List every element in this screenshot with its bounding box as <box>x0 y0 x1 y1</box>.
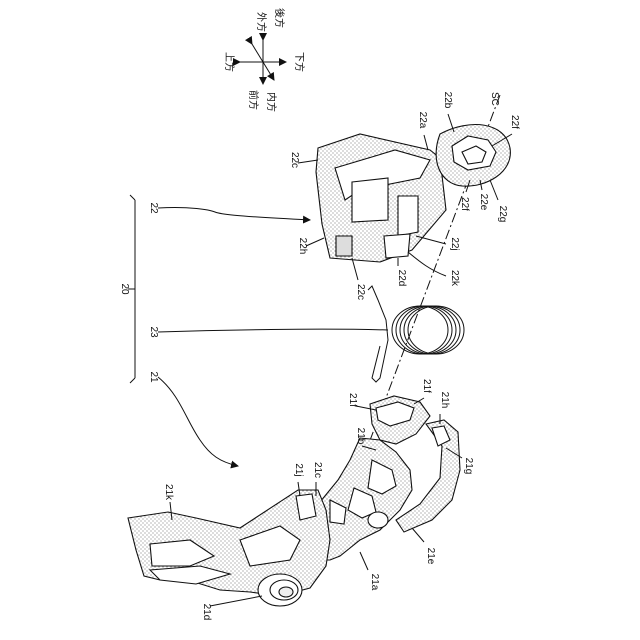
label-22k: 22k <box>449 270 460 287</box>
label-21f-b: 21f <box>421 379 432 393</box>
label-21j: 21j <box>293 463 304 476</box>
part-23-spring <box>368 286 464 382</box>
direction-front: 前方 <box>247 90 260 110</box>
label-22j: 22j <box>449 237 460 250</box>
label-21: 21 <box>148 371 159 383</box>
label-22c-bottom: 22c <box>355 284 366 300</box>
direction-indicator: 上方 下方 外方 後方 前方 内方 <box>223 8 306 112</box>
direction-down: 下方 <box>293 52 306 72</box>
label-22g: 22g <box>497 206 508 223</box>
label-22c-top: 22c <box>289 152 300 168</box>
label-21f-a: 21f <box>347 393 358 407</box>
label-20: 20 <box>119 283 130 295</box>
label-21g: 21g <box>463 458 474 475</box>
label-21e: 21e <box>425 548 436 565</box>
label-22f-top: 22f <box>509 115 520 129</box>
direction-up: 上方 <box>223 52 236 72</box>
label-22e: 22e <box>478 194 489 211</box>
label-21b: 21b <box>355 428 366 445</box>
label-23: 23 <box>148 326 159 338</box>
label-22a: 22a <box>417 112 428 129</box>
label-sc: SC <box>489 92 500 106</box>
label-21h: 21h <box>439 392 450 409</box>
direction-rear: 後方 <box>273 8 286 28</box>
label-22f-mid: 22f <box>459 197 470 211</box>
part-21 <box>128 396 460 606</box>
direction-outer: 外方 <box>255 12 268 32</box>
label-22: 22 <box>148 202 159 214</box>
label-21a: 21a <box>369 574 380 591</box>
label-21c: 21c <box>312 462 323 478</box>
label-22d: 22d <box>396 270 407 287</box>
label-22b: 22b <box>442 92 453 109</box>
direction-inner: 内方 <box>265 92 278 112</box>
label-21k: 21k <box>163 484 174 501</box>
